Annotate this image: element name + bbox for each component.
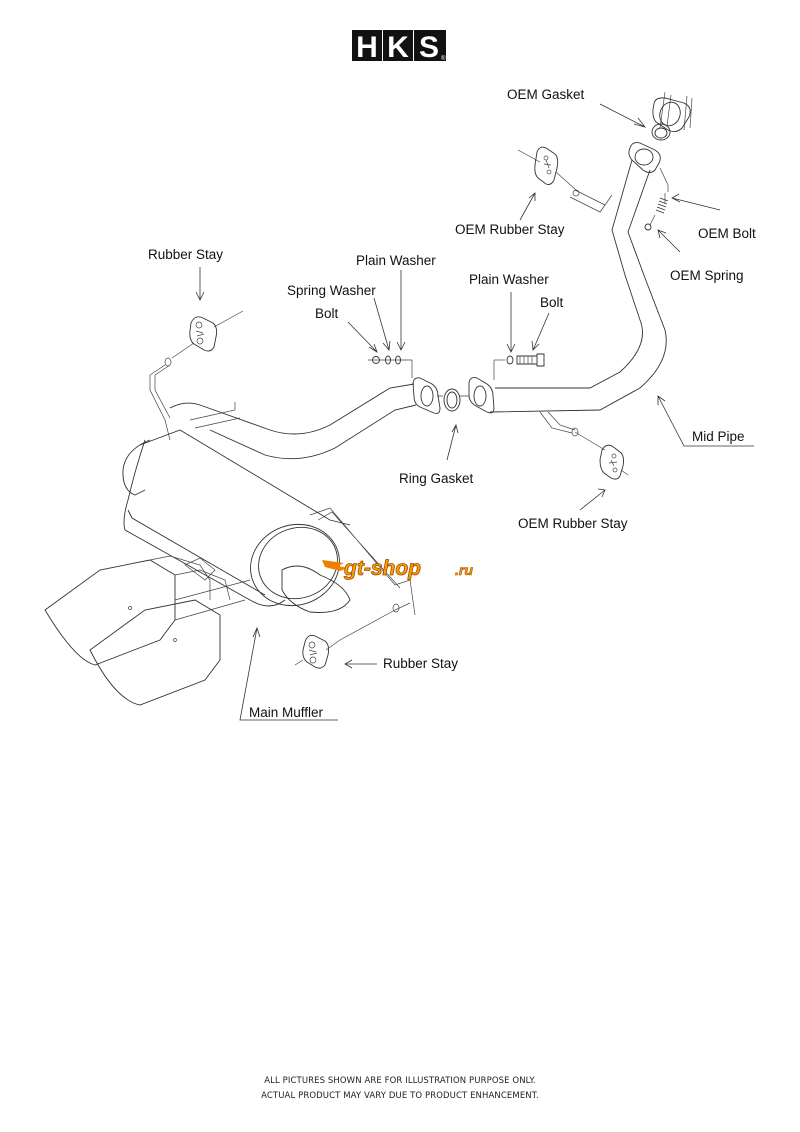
bolt-right-shape [516, 353, 545, 367]
oem-flange-assembly [628, 91, 693, 173]
bolt-left-shape [372, 356, 380, 364]
watermark-flame-icon [322, 560, 348, 571]
rear-flange [468, 377, 495, 414]
mid-pipe [489, 159, 667, 451]
label-oem-gasket: OEM Gasket [507, 87, 585, 102]
watermark-suffix: .ru [455, 562, 473, 578]
logo-letter-k: K [387, 31, 409, 64]
rubber-stay-left [171, 310, 244, 359]
logo-box-k [383, 30, 413, 61]
logo-letter-s: S [419, 31, 439, 64]
oem-spring-bolt [644, 167, 669, 231]
oem-spring-shape [655, 197, 669, 214]
mid-pipe-flange [628, 142, 661, 173]
disclaimer-line-1: ALL PICTURES SHOWN ARE FOR ILLUSTRATION … [264, 1076, 536, 1086]
plain-washer-right-shape [506, 355, 514, 365]
label-oem-rubber-stay-top: OEM Rubber Stay [455, 222, 565, 237]
logo-letter-h: H [356, 31, 378, 64]
main-muffler [44, 357, 416, 706]
oem-gasket-shape [651, 123, 671, 141]
front-flange [412, 377, 441, 414]
label-oem-rubber-stay-bottom: OEM Rubber Stay [518, 516, 628, 531]
label-plain-washer-left: Plain Washer [356, 253, 436, 268]
label-bolt-left: Bolt [315, 306, 339, 321]
gt-shop-watermark: gt-shop .ru [322, 557, 474, 580]
label-rubber-stay-left: Rubber Stay [148, 247, 223, 262]
connecting-pipe [169, 383, 417, 460]
disclaimer-line-2: ACTUAL PRODUCT MAY VARY DUE TO PRODUCT E… [261, 1091, 539, 1101]
spring-washer-shape [385, 355, 391, 365]
part-labels: OEM Gasket OEM Rubber Stay OEM Bolt OEM … [148, 87, 756, 720]
oem-rubber-stay-top [517, 146, 577, 191]
label-mid-pipe: Mid Pipe [692, 429, 745, 444]
label-ring-gasket: Ring Gasket [399, 471, 474, 486]
label-main-muffler: Main Muffler [249, 705, 324, 720]
label-plain-washer-right: Plain Washer [469, 272, 549, 287]
oem-bolt-shape [644, 223, 652, 231]
ring-gasket-shape [443, 388, 461, 412]
tail-tip-right [89, 599, 221, 706]
label-rubber-stay-bottom: Rubber Stay [383, 656, 458, 671]
label-oem-bolt: OEM Bolt [698, 226, 756, 241]
label-bolt-right: Bolt [540, 295, 564, 310]
joint-assembly [368, 353, 545, 414]
watermark-text: gt-shop [343, 557, 421, 580]
plain-washer-left-shape [395, 355, 401, 365]
rubber-stay-bottom [294, 634, 341, 669]
oem-rubber-stay-bottom [599, 444, 629, 480]
registered-mark: ® [441, 55, 446, 62]
logo-box-h [352, 30, 382, 61]
label-spring-washer: Spring Washer [287, 283, 376, 298]
leader-lines [195, 103, 754, 721]
label-oem-spring: OEM Spring [670, 268, 744, 283]
logo-box-s [414, 30, 446, 61]
tail-tip-left [44, 559, 176, 666]
hks-logo: H K S ® [352, 30, 446, 64]
